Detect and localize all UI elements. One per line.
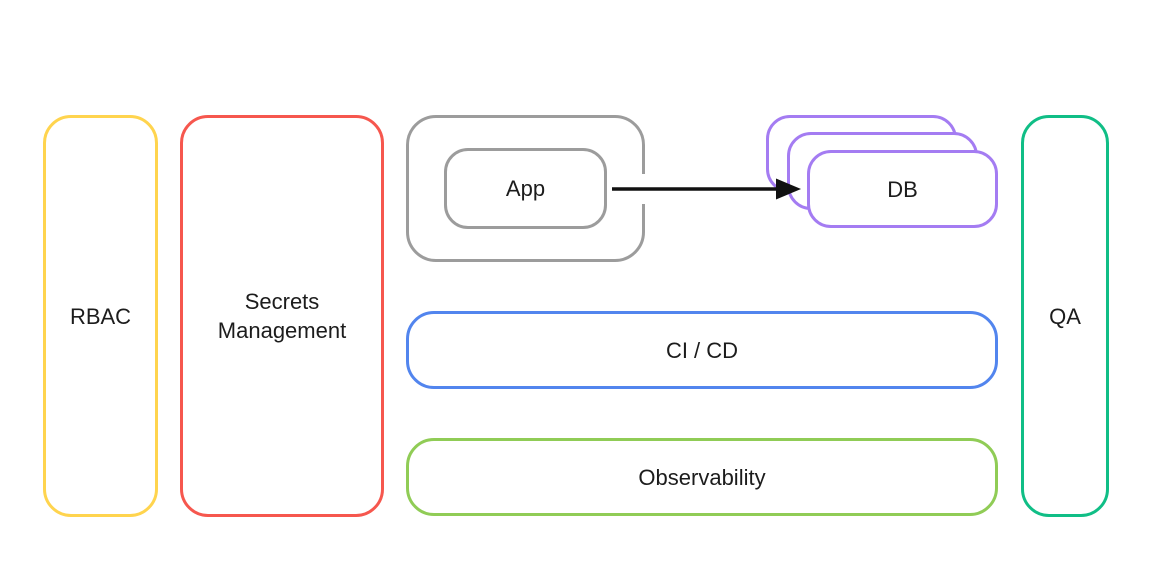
node-qa: QA	[1021, 115, 1109, 517]
node-observability-label: Observability	[638, 464, 766, 490]
node-db: DB	[807, 150, 998, 228]
node-app-label: App	[505, 176, 546, 201]
app-to-db-arrow	[612, 174, 801, 204]
node-secrets-management-label: Secrets Management	[217, 289, 347, 343]
node-db-label: DB	[887, 176, 918, 202]
node-observability: Observability	[406, 438, 998, 516]
node-secrets-management: Secrets Management	[180, 115, 384, 517]
arrow-right-icon	[776, 178, 801, 200]
node-qa-label: QA	[1049, 303, 1081, 329]
node-rbac: RBAC	[43, 115, 158, 517]
node-cicd: CI / CD	[406, 311, 998, 389]
node-cicd-label: CI / CD	[665, 337, 739, 363]
node-rbac-label: RBAC	[69, 303, 132, 329]
node-app: App	[444, 148, 607, 229]
